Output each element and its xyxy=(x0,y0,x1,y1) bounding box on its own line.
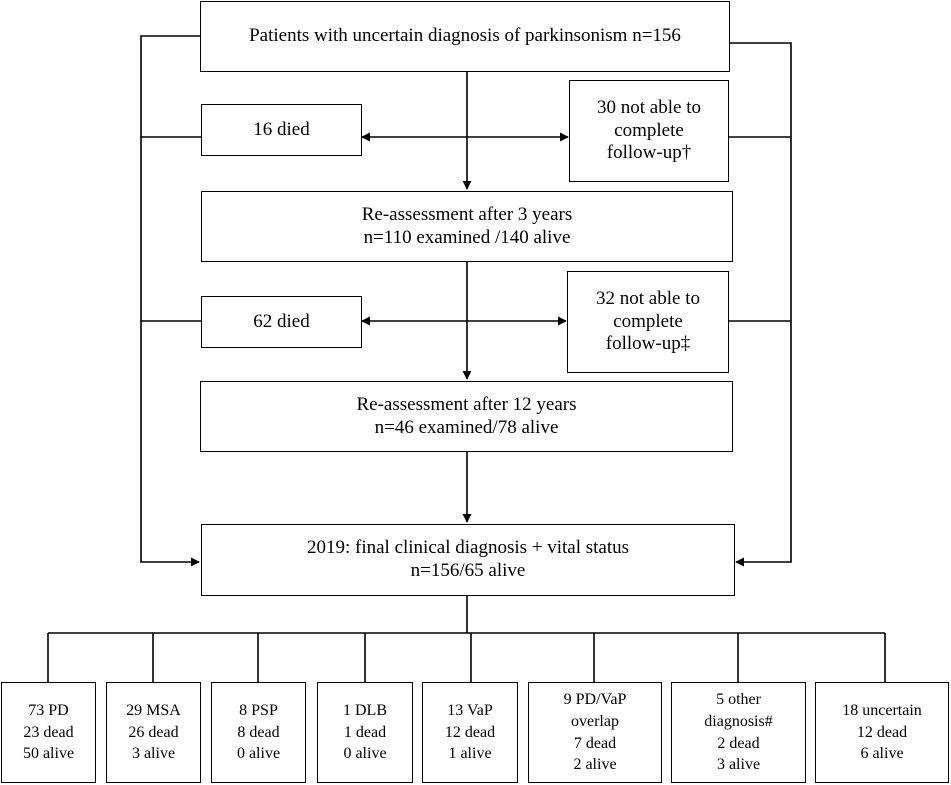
final-diagnosis-counts: n=156/65 alive xyxy=(410,560,526,581)
reassessment-12y-counts: n=46 examined/78 alive xyxy=(374,416,559,438)
lost-first-line-2: complete xyxy=(614,119,684,141)
outcome-dead: 23 dead xyxy=(23,723,74,741)
outcome-label: 8 PSP xyxy=(239,702,278,720)
final-diagnosis-title: 2019: final clinical diagnosis + vital s… xyxy=(306,537,630,559)
outcome-box-msa: 29 MSA 26 dead 3 alive xyxy=(106,682,201,783)
lost-second-line-2: complete xyxy=(613,310,683,332)
outcome-box-dlb: 1 DLB 1 dead 0 alive xyxy=(317,682,413,783)
outcome-alive: 2 alive xyxy=(573,756,617,774)
outcome-alive: 6 alive xyxy=(860,745,904,763)
outcome-alive: 3 alive xyxy=(716,756,761,774)
outcome-label-cont: overlap xyxy=(571,712,619,730)
box-reassessment-12y: Re-assessment after 12 years n=46 examin… xyxy=(200,381,733,452)
right-bus xyxy=(729,42,792,567)
outcome-label-cont: diagnosis# xyxy=(704,712,773,730)
died-first-text: 16 died xyxy=(253,118,310,140)
outcome-box-uncertain: 18 uncertain 12 dead 6 alive xyxy=(815,682,949,783)
outcome-dead: 2 dead xyxy=(717,734,760,752)
outcome-box-vap: 13 VaP 12 dead 1 alive xyxy=(422,682,518,783)
outcome-alive: 3 alive xyxy=(131,745,176,763)
outcome-box-other-diagnosis: 5 other diagnosis# 2 dead 3 alive xyxy=(671,682,806,783)
outcome-dead: 12 dead xyxy=(444,723,496,741)
outcome-alive: 0 alive xyxy=(343,745,387,763)
outcome-alive: 0 alive xyxy=(236,745,281,763)
outcome-alive: 50 alive xyxy=(22,745,75,763)
outcome-box-pd-vap-overlap: 9 PD/VaP overlap 7 dead 2 alive xyxy=(528,682,662,783)
reassessment-3y-counts: n=110 examined /140 alive xyxy=(363,226,571,248)
outcome-dead: 1 dead xyxy=(343,723,387,741)
outcome-dead: 8 dead xyxy=(237,723,280,741)
lost-second-line-1: 32 not able to xyxy=(596,287,700,309)
left-bus xyxy=(140,35,200,567)
box-lost-first: 30 not able to complete follow-up† xyxy=(569,80,729,182)
outcome-label: 5 other xyxy=(716,691,761,709)
initial-cohort-text: Patients with uncertain diagnosis of par… xyxy=(249,25,681,47)
outcome-dead: 7 dead xyxy=(573,734,617,752)
outcome-dead: 12 dead xyxy=(856,723,908,741)
outcome-label: 73 PD xyxy=(28,702,69,720)
lost-first-line-3: follow-up† xyxy=(606,142,692,164)
outcome-box-psp: 8 PSP 8 dead 0 alive xyxy=(211,682,306,783)
outcome-alive: 1 alive xyxy=(448,745,492,763)
lost-second-line-3: follow-up‡ xyxy=(605,333,691,355)
outcome-label: 9 PD/VaP xyxy=(563,691,627,709)
box-initial-cohort: Patients with uncertain diagnosis of par… xyxy=(200,1,730,72)
box-lost-second: 32 not able to complete follow-up‡ xyxy=(567,271,729,373)
outcome-label: 18 uncertain xyxy=(842,702,922,720)
died-second-text: 62 died xyxy=(253,310,310,332)
lost-first-line-1: 30 not able to xyxy=(597,96,701,118)
outcome-box-pd: 73 PD 23 dead 50 alive xyxy=(1,682,96,783)
box-final-diagnosis: 2019: final clinical diagnosis + vital s… xyxy=(201,524,735,596)
reassessment-12y-title: Re-assessment after 12 years xyxy=(356,393,577,415)
box-died-second: 62 died xyxy=(201,296,362,348)
reassessment-3y-title: Re-assessment after 3 years xyxy=(361,203,573,225)
box-died-first: 16 died xyxy=(201,104,362,156)
outcome-dead: 26 dead xyxy=(128,723,179,741)
outcome-label: 1 DLB xyxy=(343,702,387,720)
box-reassessment-3y: Re-assessment after 3 years n=110 examin… xyxy=(201,191,733,262)
outcome-label: 13 VaP xyxy=(447,702,493,720)
outcome-label: 29 MSA xyxy=(126,702,181,720)
